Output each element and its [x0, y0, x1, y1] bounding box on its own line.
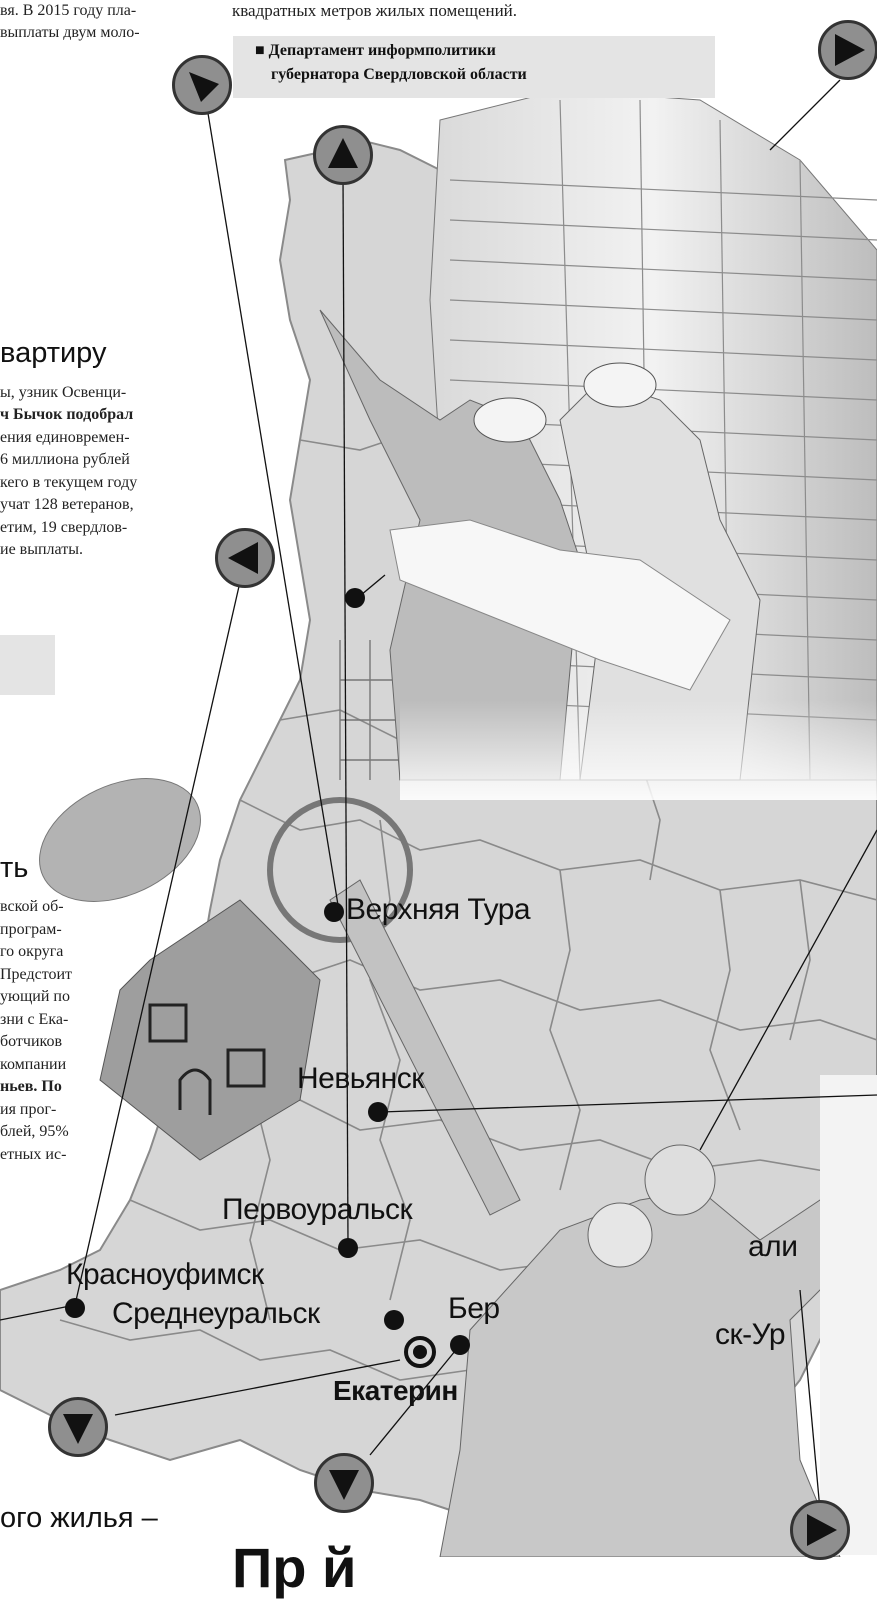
article-line: ботчиков [0, 1033, 63, 1050]
arrow-left-icon [228, 542, 258, 574]
article-line: вской об- [0, 898, 64, 915]
article-line: го округа [0, 943, 64, 960]
arrow-down-icon [63, 1414, 93, 1444]
article-line: ы, узник Освенци- [0, 384, 127, 401]
article-line: ие выплаты. [0, 541, 83, 558]
arrow-down-button[interactable] [48, 1397, 108, 1457]
arrow-left-button[interactable] [215, 528, 275, 588]
article-heading: ого жилья – [0, 1502, 158, 1534]
article-line: ения единовремен- [0, 429, 130, 446]
article-line: ч Бычок подобрал [0, 406, 134, 423]
building-illustration [319, 89, 877, 800]
article-line: етных ис- [0, 1146, 67, 1163]
article-line: Предстоит [0, 966, 73, 983]
article-line: 6 миллиона рублей [0, 451, 130, 468]
article-line: компании [0, 1056, 67, 1073]
region-map [0, 79, 877, 1557]
keychain-illustration [39, 778, 521, 1216]
arrow-right-icon [807, 1514, 837, 1546]
department-line2: губернатора Свердловской области [271, 66, 527, 83]
arrow-right-icon [835, 34, 865, 66]
department-credit-box: ■ Департамент информполитики губернатора… [233, 36, 715, 98]
city-label-kali: али [748, 1230, 798, 1263]
city-label-sredneuralsk: Среднеуральск [112, 1297, 320, 1330]
article-line: кего в текущем году [0, 474, 138, 491]
arrow-up-icon [328, 138, 358, 168]
department-line1: Департамент информполитики [268, 42, 496, 59]
city-label-ekaterinburg: Екатерин [333, 1375, 458, 1406]
arrow-down-right-icon [189, 72, 219, 102]
gray-panel [0, 635, 55, 695]
left-column-text-line: вя. В 2015 году пла- [0, 2, 137, 19]
couple-illustration [439, 1075, 877, 1557]
large-headline: Пр й [232, 1536, 357, 1599]
left-column-text-line: выплаты двум моло- [0, 24, 140, 41]
arrow-down-button[interactable] [314, 1453, 374, 1513]
connector-lines [0, 79, 877, 1511]
city-label-pervouralsk: Первоуральск [222, 1193, 413, 1226]
arrow-up-button[interactable] [313, 125, 373, 185]
arrow-down-right-button[interactable] [172, 55, 232, 115]
right-column-text-line: квадратных метров жилых помещений. [232, 1, 518, 20]
city-label-nevyansk: Невьянск [297, 1062, 424, 1095]
article-line: учат 128 ветеранов, [0, 496, 134, 513]
article-line: ньев. По [0, 1078, 62, 1095]
city-label-ber: Бер [448, 1292, 500, 1325]
city-label-sk-ur: ск-Ур [715, 1318, 786, 1351]
article-line: зни с Ека- [0, 1011, 69, 1028]
arrow-right-button[interactable] [818, 20, 877, 80]
city-dots [65, 588, 470, 1368]
arrow-down-icon [329, 1470, 359, 1500]
city-label-krasnoufimsk: Красноуфимск [66, 1258, 264, 1291]
article-heading: ть [0, 852, 29, 884]
article-line: програм- [0, 921, 62, 938]
article-line: ия прог- [0, 1101, 57, 1118]
city-label-verkhnyaya-tura: Верхняя Тура [346, 893, 531, 926]
article-line: блей, 95% [0, 1123, 69, 1140]
article-line: ующий по [0, 988, 70, 1005]
department-line: ■ Департамент информполитики [255, 42, 496, 59]
article-heading: вартиру [0, 337, 107, 369]
article-line: етим, 19 свердлов- [0, 519, 128, 536]
arrow-right-button[interactable] [790, 1500, 850, 1560]
